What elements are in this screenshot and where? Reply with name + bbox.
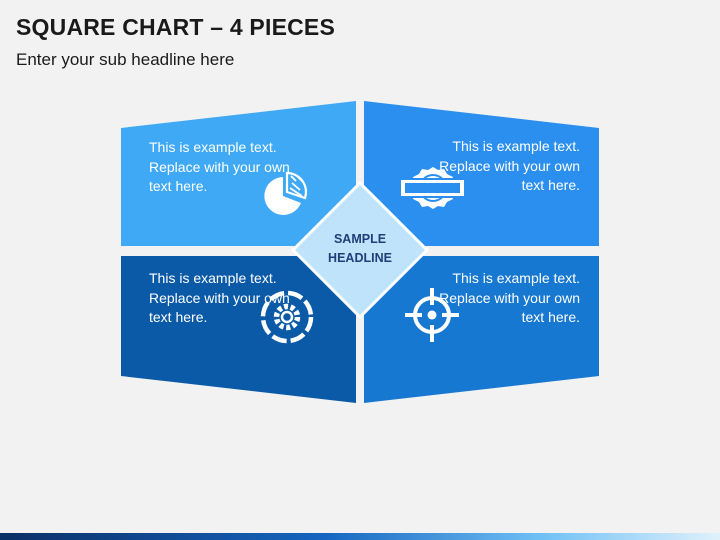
pie-chart-icon: [264, 171, 308, 215]
center-headline: SAMPLE HEADLINE: [310, 230, 410, 268]
center-headline-line1: SAMPLE: [333, 232, 387, 246]
slide-title: SQUARE CHART – 4 PIECES: [16, 14, 335, 40]
quadrant-bottom-right: [364, 256, 599, 403]
quadrant-bottom-left: [121, 256, 356, 403]
quadrant-top-left-text: This is example text. Replace with your …: [149, 139, 290, 194]
gear-icon: [260, 290, 314, 344]
center-headline-line2: HEADLINE: [328, 251, 392, 265]
quadrant-bottom-right-text: This is example text. Replace with your …: [439, 270, 580, 325]
badge-banner-icon: [399, 167, 466, 209]
footer-gradient-bar: [0, 533, 720, 540]
slide-subtitle: Enter your sub headline here: [16, 50, 235, 69]
target-crosshair-icon: [405, 288, 459, 342]
center-diamond: [290, 180, 430, 320]
quadrant-bottom-left-text: This is example text. Replace with your …: [149, 270, 290, 325]
quadrant-top-right-text: This is example text. Replace with your …: [439, 138, 580, 193]
quadrant-top-left: [121, 101, 356, 246]
quadrant-top-right: [364, 101, 599, 246]
